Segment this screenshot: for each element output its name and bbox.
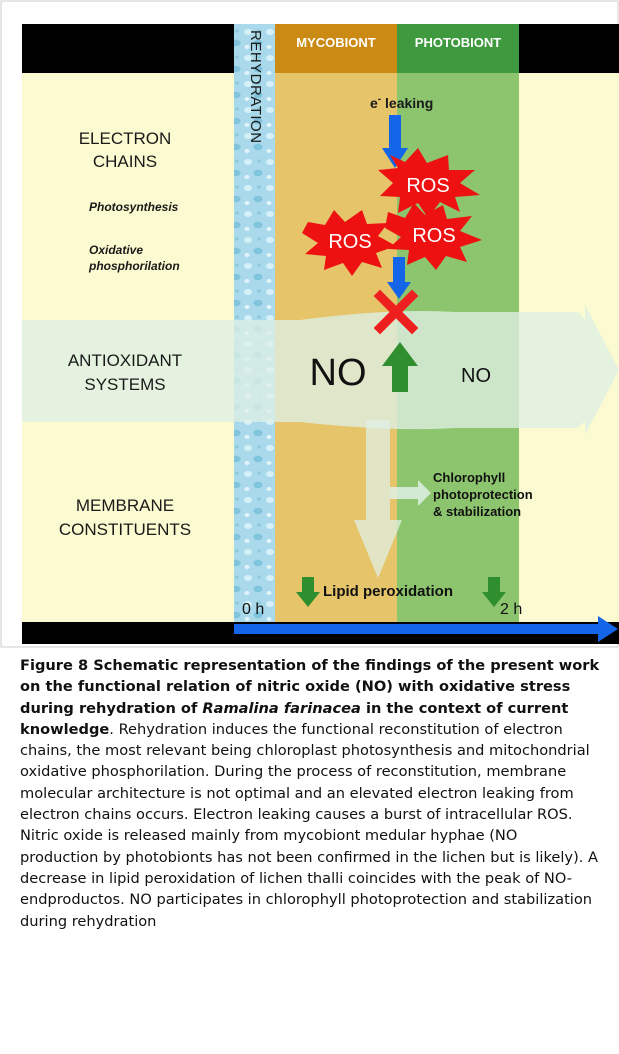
lipid-down-arrow-1 — [296, 577, 320, 607]
no-label-large: NO — [310, 352, 367, 394]
caption-title-part1: Schematic representation of the findings… — [20, 657, 600, 717]
timeline-arrow — [234, 616, 618, 642]
ros-label-2: ROS — [328, 231, 371, 253]
figure-caption: Figure 8 Schematic representation of the… — [20, 655, 600, 932]
schematic-diagram: ROS ROS ROS MYCOBIONT PHOTOBIONT REHYDRA… — [0, 0, 619, 648]
ros-burst-2: ROS — [302, 210, 396, 276]
lipid-down-arrow-2 — [482, 577, 506, 607]
electron-chains-label-line1: ELECTRON — [79, 129, 172, 148]
electron-chains-label-line2: CHAINS — [93, 152, 157, 171]
e-leaking-arrow — [382, 115, 408, 168]
membrane-down-arrow — [354, 420, 402, 578]
mycobiont-header: MYCOBIONT — [296, 35, 376, 50]
mycobiont-header-bg — [275, 24, 397, 73]
caption-title-part2: in the context of current knowledge — [20, 699, 569, 738]
ros-label-3: ROS — [412, 225, 455, 247]
e-leaking-label: e- leaking — [370, 94, 433, 111]
no-label-small: NO — [461, 365, 491, 387]
no-increase-arrow — [382, 342, 418, 392]
photosynthesis-label: Photosynthesis — [89, 200, 179, 214]
caption-body: . Rehydration induces the functional rec… — [20, 720, 599, 930]
chlorophyll-label-line3: & stabilization — [433, 504, 521, 519]
chlorophyll-label-line1: Chlorophyll — [433, 470, 505, 485]
rehydration-label: REHYDRATION — [247, 30, 264, 144]
chlorophyll-side-arrow — [390, 480, 431, 506]
ros-burst-3: ROS — [385, 203, 482, 270]
lipid-peroxidation-label: Lipid peroxidation — [323, 583, 453, 600]
ros-burst-1: ROS — [378, 148, 480, 218]
time-start-label: 0 h — [242, 601, 264, 618]
ros-label-1: ROS — [406, 175, 449, 197]
time-end-label: 2 h — [500, 601, 522, 618]
antioxidant-label-line1: ANTIOXIDANT — [68, 351, 182, 370]
chlorophyll-label-line2: photoprotection — [433, 487, 533, 502]
oxidative-label-line2: phosphorilation — [88, 259, 180, 273]
membrane-label-line1: MEMBRANE — [76, 496, 174, 515]
antioxidant-label-line2: SYSTEMS — [84, 375, 165, 394]
caption-species-name: Ramalina farinacea — [202, 699, 361, 717]
ros-down-arrow — [387, 257, 411, 299]
figure-label: Figure 8 — [20, 657, 89, 674]
photobiont-header: PHOTOBIONT — [415, 35, 501, 50]
photobiont-header-bg — [397, 24, 519, 73]
oxidative-label-line1: Oxidative — [89, 243, 143, 257]
block-x-mark — [373, 289, 419, 335]
membrane-label-line2: CONSTITUENTS — [59, 520, 191, 539]
antioxidant-arrow — [22, 305, 619, 435]
